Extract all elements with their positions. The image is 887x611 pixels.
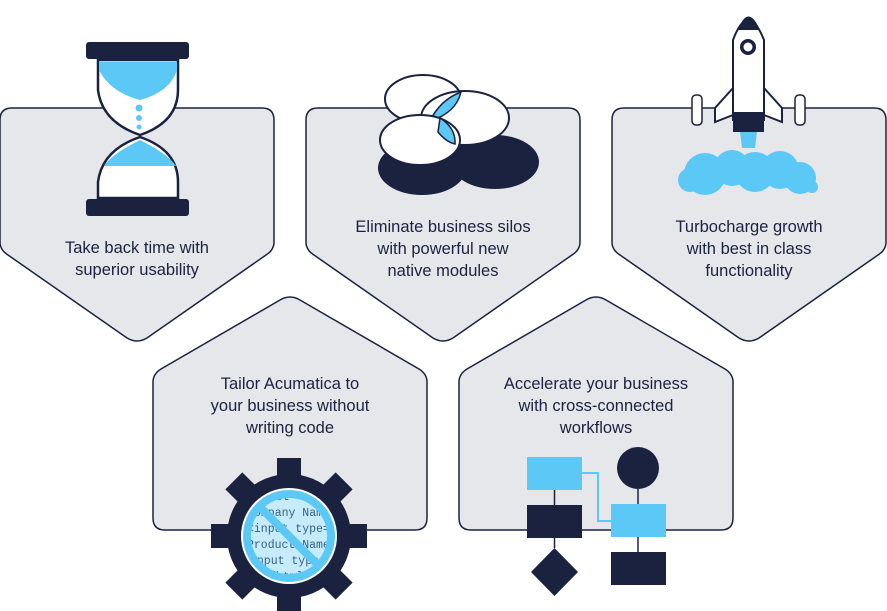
no-code-gear-icon: post"> ompany Nam <input type= Product N… (211, 458, 367, 611)
overlapping-ellipses-icon (378, 74, 539, 195)
rocket-icon (678, 16, 818, 195)
code-line: <input type= (247, 523, 330, 536)
card-tailor-label: Tailor Acumatica to your business withou… (210, 375, 370, 437)
card-silos-label: Eliminate business silos with powerful n… (355, 218, 531, 280)
card-time-shape (0, 107, 275, 342)
code-line: Product Name (247, 539, 330, 552)
card-time-label: Take back time with superior usability (65, 239, 209, 279)
card-growth-label: Turbocharge growth with best in class fu… (675, 218, 823, 280)
workflow-diagram-icon (527, 447, 666, 596)
card-workflows-label: Accelerate your business with cross-conn… (503, 375, 689, 437)
hourglass-icon (86, 42, 189, 216)
card-growth-shape (611, 107, 887, 342)
card-tailor-shape (152, 296, 428, 531)
